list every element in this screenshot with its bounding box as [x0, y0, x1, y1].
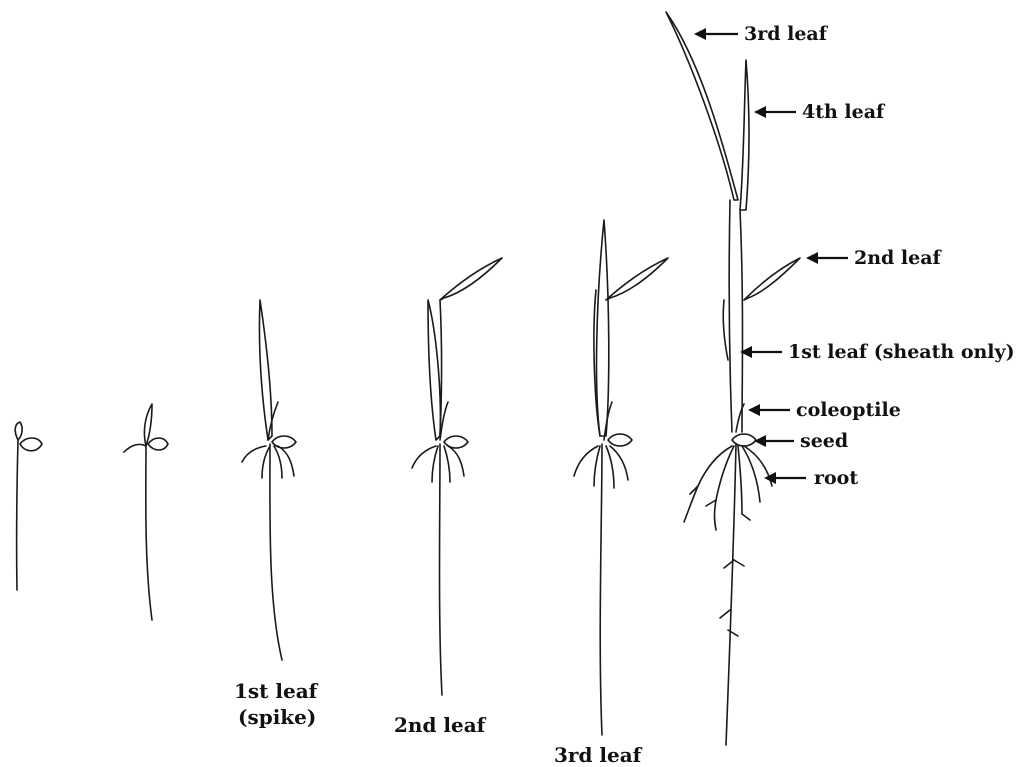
seedling-stage-2nd-leaf [412, 258, 502, 695]
stage-label-3rd-leaf: 3rd leaf [554, 743, 643, 767]
stage-label-1st-leaf: 1st leaf [234, 679, 319, 703]
stage-label-2nd-leaf: 2nd leaf [394, 713, 487, 737]
label-root: root [814, 467, 858, 489]
label-seed: seed [800, 430, 848, 452]
seedling-stage-3rd-leaf [574, 220, 668, 735]
label-1st-leaf-sheath: 1st leaf (sheath only) [788, 341, 1015, 363]
stage-label-spike: (spike) [238, 705, 316, 729]
label-3rd-leaf: 3rd leaf [744, 23, 829, 45]
seedling-stage-2 [124, 404, 168, 620]
seedling-stage-1st-leaf [242, 300, 296, 660]
label-4th-leaf: 4th leaf [802, 101, 886, 123]
seedling-labeled [666, 12, 800, 745]
label-coleoptile: coleoptile [796, 399, 901, 421]
seedling-stage-1 [15, 422, 42, 590]
label-2nd-leaf: 2nd leaf [854, 247, 943, 269]
